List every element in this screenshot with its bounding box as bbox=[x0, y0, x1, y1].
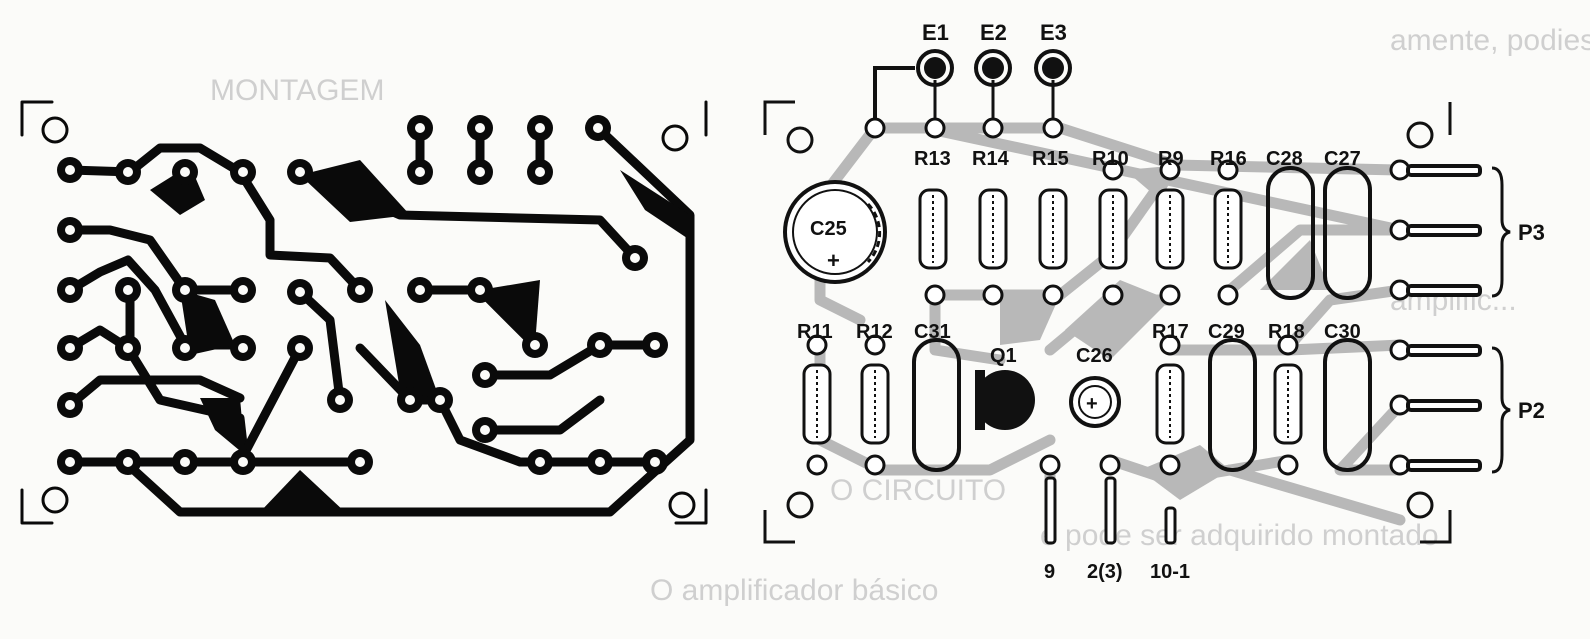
copper-layout bbox=[20, 100, 708, 525]
bg-line: amente, podiese usar mais e bbox=[1390, 24, 1590, 57]
label-r12: R12 bbox=[856, 321, 893, 343]
label-c29: C29 bbox=[1208, 321, 1245, 343]
label-c26-plus: + bbox=[1086, 393, 1098, 415]
label-pin-9: 9 bbox=[1044, 561, 1055, 583]
label-r15: R15 bbox=[1032, 148, 1069, 170]
label-r10: R10 bbox=[1092, 148, 1129, 170]
label-e2: E2 bbox=[980, 20, 1007, 45]
label-pin-2-3: 2(3) bbox=[1087, 561, 1123, 583]
label-r16: R16 bbox=[1210, 148, 1247, 170]
label-q1: Q1 bbox=[990, 345, 1017, 367]
label-c25-plus: + bbox=[827, 248, 840, 273]
component-layout bbox=[763, 49, 1511, 545]
label-c31: C31 bbox=[914, 321, 951, 343]
label-r13: R13 bbox=[914, 148, 951, 170]
bg-heading: MONTAGEM bbox=[210, 74, 384, 107]
label-pin-10-1: 10-1 bbox=[1150, 561, 1190, 583]
bg-line: e pode ser adquirido montado bbox=[1040, 519, 1439, 552]
label-c25: C25 bbox=[810, 218, 847, 240]
bg-line: O CIRCUITO bbox=[830, 474, 1006, 507]
label-e1: E1 bbox=[922, 20, 949, 45]
label-c30: C30 bbox=[1324, 321, 1361, 343]
label-r17: R17 bbox=[1152, 321, 1189, 343]
label-c26: C26 bbox=[1076, 345, 1113, 367]
label-r9: R9 bbox=[1158, 148, 1184, 170]
label-r18: R18 bbox=[1268, 321, 1305, 343]
label-p2: P2 bbox=[1518, 398, 1545, 423]
background-text: MONTAGEM amente, podiese usar mais e amp… bbox=[210, 24, 1590, 607]
label-c28: C28 bbox=[1266, 148, 1303, 170]
label-c27: C27 bbox=[1324, 148, 1361, 170]
bg-line: O amplificador básico bbox=[650, 574, 938, 607]
label-e3: E3 bbox=[1040, 20, 1067, 45]
label-r11: R11 bbox=[797, 321, 833, 343]
component-labels: E1 E2 E3 R13 R14 R15 R10 R9 R16 C28 C27 … bbox=[797, 20, 1545, 583]
label-r14: R14 bbox=[972, 148, 1010, 170]
label-p3: P3 bbox=[1518, 220, 1545, 245]
